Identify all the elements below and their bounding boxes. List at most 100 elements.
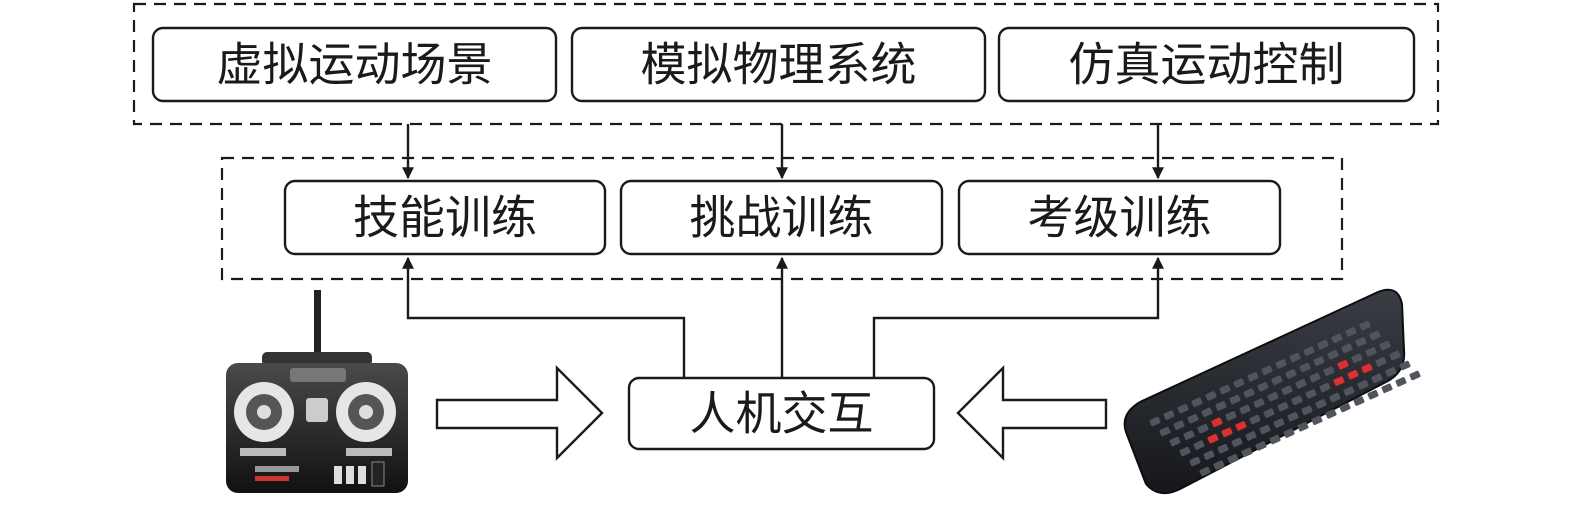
keyboard-key bbox=[1359, 320, 1371, 331]
box-skill-training: 技能训练 bbox=[283, 179, 607, 256]
keyboard-key bbox=[1267, 391, 1279, 402]
keyboard-key bbox=[1287, 411, 1299, 422]
keyboard-key bbox=[1333, 376, 1345, 386]
keyboard-key bbox=[1299, 362, 1311, 373]
keyboard-key bbox=[1245, 431, 1257, 441]
keyboard-key bbox=[1253, 398, 1265, 408]
keyboard-key bbox=[1233, 378, 1245, 388]
keyboard-key bbox=[1229, 394, 1241, 405]
keyboard-key bbox=[1249, 414, 1261, 425]
keyboard-key bbox=[1285, 369, 1297, 379]
keyboard-key bbox=[1313, 356, 1325, 366]
keyboard-key bbox=[1371, 373, 1383, 384]
hollow-arrow-right bbox=[435, 365, 604, 461]
box-virtual-scene-label: 虚拟运动场景 bbox=[217, 38, 493, 92]
keyboard-key bbox=[1193, 440, 1205, 450]
keyboard-key bbox=[1217, 443, 1229, 454]
keyboard-key bbox=[1365, 347, 1377, 357]
middle-group: 技能训练 挑战训练 考级训练 bbox=[220, 156, 1344, 281]
keyboard-key bbox=[1199, 466, 1211, 477]
keyboard-key bbox=[1183, 430, 1195, 440]
keyboard-key bbox=[1341, 343, 1353, 354]
keyboard-key bbox=[1187, 413, 1199, 424]
keyboard-key bbox=[1215, 401, 1227, 411]
keyboard-key bbox=[1305, 389, 1317, 399]
box-hci: 人机交互 bbox=[627, 376, 936, 451]
keyboard-key bbox=[1389, 350, 1401, 361]
keyboard-key bbox=[1261, 365, 1273, 376]
keyboard-key bbox=[1247, 371, 1259, 382]
keyboard-key bbox=[1273, 418, 1285, 428]
keyboard-key bbox=[1231, 437, 1243, 448]
keyboard-key bbox=[1257, 381, 1269, 392]
box-grade-training: 考级训练 bbox=[957, 179, 1282, 256]
keyboard-key bbox=[1311, 415, 1323, 426]
keyboard-key bbox=[1379, 340, 1391, 351]
keyboard-key bbox=[1259, 424, 1271, 435]
keyboard-key bbox=[1347, 369, 1359, 380]
box-skill-training-label: 技能训练 bbox=[353, 191, 537, 245]
keyboard-key bbox=[1339, 402, 1351, 413]
keyboard-key bbox=[1367, 389, 1379, 400]
arrow-hci-to-grade bbox=[872, 256, 1164, 378]
keyboard-key bbox=[1219, 384, 1231, 395]
keyboard-key bbox=[1357, 379, 1369, 390]
keyboard-key bbox=[1235, 421, 1247, 431]
keyboard-key bbox=[1309, 372, 1321, 383]
keyboard-key bbox=[1283, 428, 1295, 438]
keyboard-key bbox=[1281, 385, 1293, 396]
keyboard-key bbox=[1323, 366, 1335, 376]
keyboard-key bbox=[1275, 359, 1287, 369]
keyboard-key bbox=[1205, 391, 1217, 401]
keyboard-key bbox=[1271, 375, 1283, 386]
keyboard-key bbox=[1289, 352, 1301, 363]
keyboard-key bbox=[1337, 359, 1349, 370]
keyboard-key bbox=[1399, 360, 1411, 371]
keyboard-key bbox=[1327, 349, 1339, 360]
keyboard-icon bbox=[1123, 288, 1421, 495]
keyboard-key bbox=[1203, 450, 1215, 460]
keyboard-key bbox=[1201, 407, 1213, 418]
keyboard-key bbox=[1319, 382, 1331, 393]
keyboard-key bbox=[1381, 383, 1393, 394]
keyboard-key bbox=[1369, 330, 1381, 341]
keyboard-key bbox=[1277, 401, 1289, 412]
top-to-middle-arrows bbox=[402, 124, 1164, 180]
keyboard-key bbox=[1207, 433, 1219, 444]
keyboard-key bbox=[1301, 405, 1313, 416]
keyboard-key bbox=[1163, 410, 1175, 420]
keyboard-key bbox=[1317, 339, 1329, 350]
keyboard-key bbox=[1255, 441, 1267, 451]
keyboard-key bbox=[1159, 426, 1171, 437]
keyboard-key bbox=[1239, 404, 1251, 415]
keyboard-key bbox=[1221, 427, 1233, 438]
keyboard-key bbox=[1177, 403, 1189, 414]
arrow-hci-to-skill bbox=[402, 256, 686, 378]
keyboard-key bbox=[1189, 456, 1201, 467]
rc-transmitter-icon bbox=[226, 290, 408, 493]
box-motion-control-label: 仿真运动控制 bbox=[1069, 38, 1345, 92]
box-virtual-scene: 虚拟运动场景 bbox=[151, 26, 558, 103]
keyboard-key bbox=[1351, 353, 1363, 364]
keyboard-key bbox=[1211, 417, 1223, 428]
keyboard-key bbox=[1331, 333, 1343, 344]
keyboard-key bbox=[1263, 408, 1275, 418]
keyboard-key bbox=[1295, 379, 1307, 389]
box-motion-control: 仿真运动控制 bbox=[997, 26, 1416, 103]
keyboard-key bbox=[1325, 409, 1337, 419]
keyboard-key bbox=[1269, 434, 1281, 445]
box-hci-label: 人机交互 bbox=[690, 387, 874, 441]
keyboard-key bbox=[1149, 416, 1161, 427]
keyboard-key bbox=[1385, 367, 1397, 377]
box-physics-system: 模拟物理系统 bbox=[570, 26, 987, 103]
box-challenge-training-label: 挑战训练 bbox=[690, 191, 874, 245]
keyboard-key bbox=[1343, 386, 1355, 396]
box-physics-system-label: 模拟物理系统 bbox=[641, 38, 917, 92]
keyboard-key bbox=[1303, 346, 1315, 356]
box-challenge-training: 挑战训练 bbox=[619, 179, 944, 256]
keyboard-key bbox=[1243, 388, 1255, 398]
keyboard-key bbox=[1227, 453, 1239, 464]
top-group-border bbox=[132, 2, 1440, 126]
keyboard-key bbox=[1241, 447, 1253, 458]
